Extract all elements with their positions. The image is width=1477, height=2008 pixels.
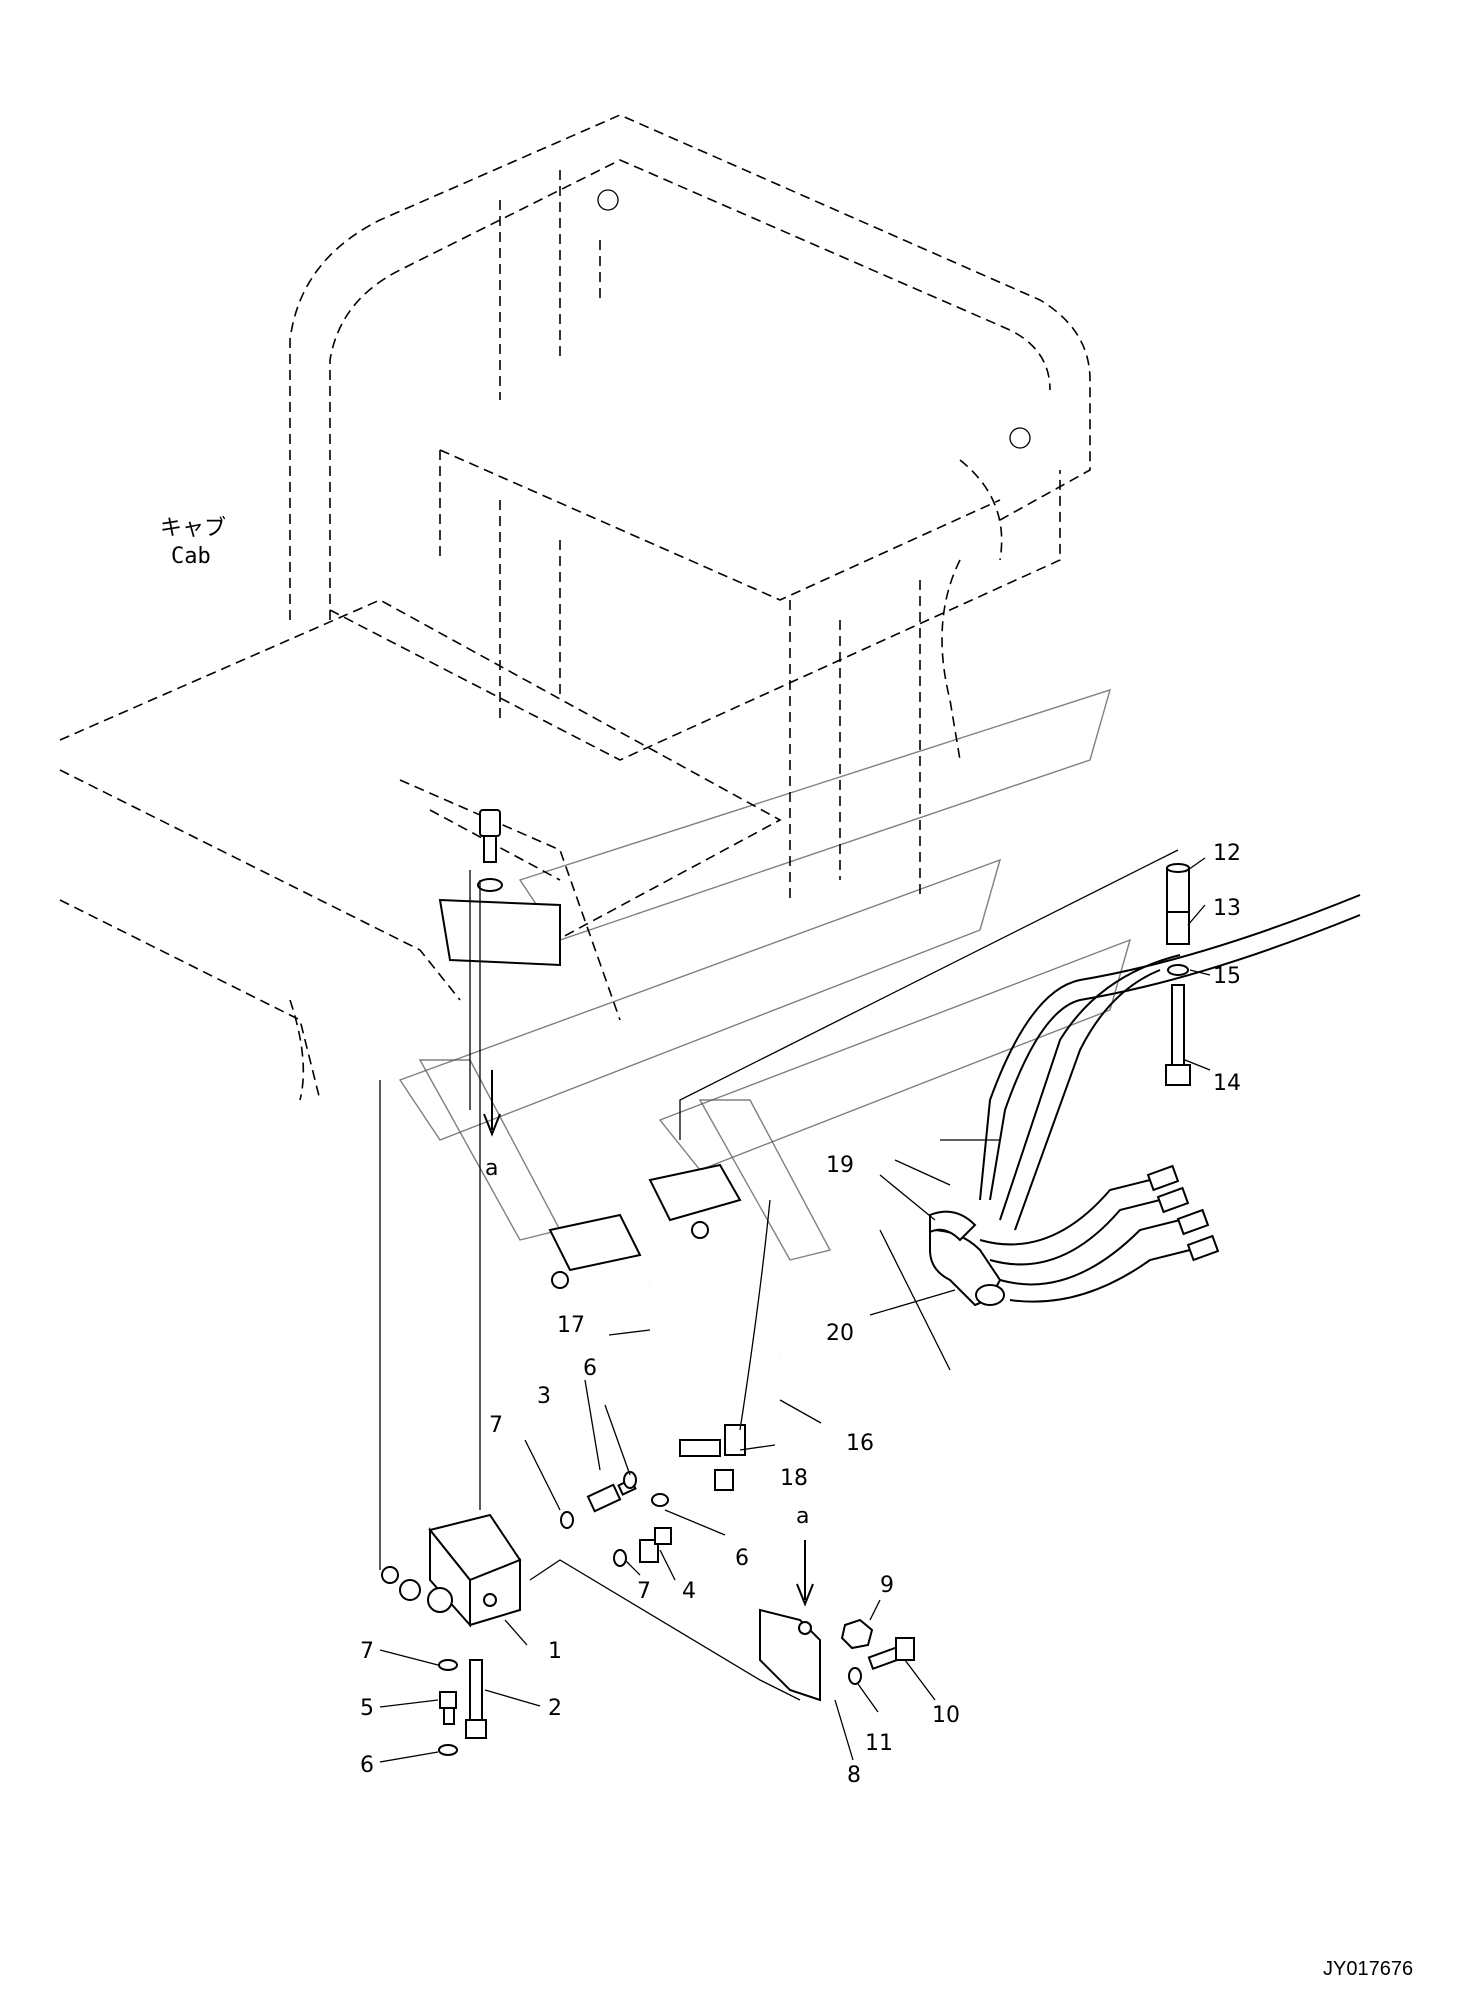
callout-5: 5: [360, 1696, 374, 1721]
bolt-14: [1165, 984, 1191, 1086]
callout-9: 9: [880, 1573, 894, 1598]
callout-6-top: 6: [583, 1356, 597, 1381]
hose-17-inner: [648, 1284, 736, 1442]
o-ring-6-lower: [438, 1744, 458, 1756]
clamp-19: [929, 1210, 977, 1242]
fitting-4: [639, 1527, 672, 1563]
view-arrow-bottom: [796, 1540, 814, 1607]
callout-12: 12: [1213, 841, 1241, 866]
callout-2: 2: [548, 1696, 562, 1721]
washer-11: [848, 1667, 862, 1685]
cab-label-en: Cab: [171, 544, 211, 569]
callout-13: 13: [1213, 896, 1241, 921]
block-13: [1166, 911, 1190, 945]
hose-bundle: [979, 894, 1361, 1303]
hose-16: [739, 1354, 792, 1431]
hose-16-inner: [739, 1353, 792, 1432]
fitting-18: [679, 1424, 746, 1491]
o-ring-7-lower: [438, 1659, 458, 1671]
cab-label-jp: キャブ: [160, 516, 226, 541]
o-ring-7-mid: [613, 1549, 627, 1567]
bolt-2: [465, 1659, 487, 1739]
callout-8: 8: [847, 1763, 861, 1788]
o-ring-6-upper: [623, 1471, 637, 1489]
protector-20: [929, 1228, 1005, 1307]
view-marker-bottom: a: [796, 1504, 809, 1529]
cab-frame-outline: [59, 114, 1091, 1101]
bracket-8: [759, 1608, 821, 1702]
callout-6-mid: 6: [735, 1546, 749, 1571]
reference-lines: [379, 849, 1179, 1701]
callout-19: 19: [826, 1153, 854, 1178]
o-ring-6-mid: [651, 1493, 669, 1507]
bolt-10: [867, 1637, 915, 1671]
callout-4: 4: [682, 1579, 696, 1604]
callout-6-bottom: 6: [360, 1753, 374, 1778]
o-ring-7-upper: [560, 1511, 574, 1529]
callout-14: 14: [1213, 1071, 1241, 1096]
main-valve-block: [381, 1513, 522, 1628]
callout-7-mid: 7: [637, 1579, 651, 1604]
callout-17: 17: [557, 1313, 585, 1338]
callout-16: 16: [846, 1431, 874, 1456]
washer-15: [1167, 964, 1189, 976]
watermark-logo: [398, 688, 1132, 1261]
callout-20: 20: [826, 1321, 854, 1346]
callout-18: 18: [780, 1466, 808, 1491]
hose-17: [649, 1284, 736, 1441]
callout-15: 15: [1213, 964, 1241, 989]
callout-1: 1: [548, 1639, 562, 1664]
view-marker-top: a: [485, 1156, 498, 1181]
callout-3: 3: [537, 1384, 551, 1409]
callout-10: 10: [932, 1703, 960, 1728]
plug-5: [439, 1691, 457, 1725]
callout-11: 11: [865, 1731, 893, 1756]
callout-7-bottom: 7: [360, 1639, 374, 1664]
upper-bolt: [438, 809, 561, 1510]
nut-9: [840, 1618, 874, 1650]
callout-7-top: 7: [489, 1413, 503, 1438]
valve-block-upper: [548, 1163, 742, 1289]
drawing-code: JY017676: [1323, 1958, 1413, 1980]
view-arrow-top: [483, 1070, 501, 1137]
leader-lines: [379, 857, 1211, 1763]
